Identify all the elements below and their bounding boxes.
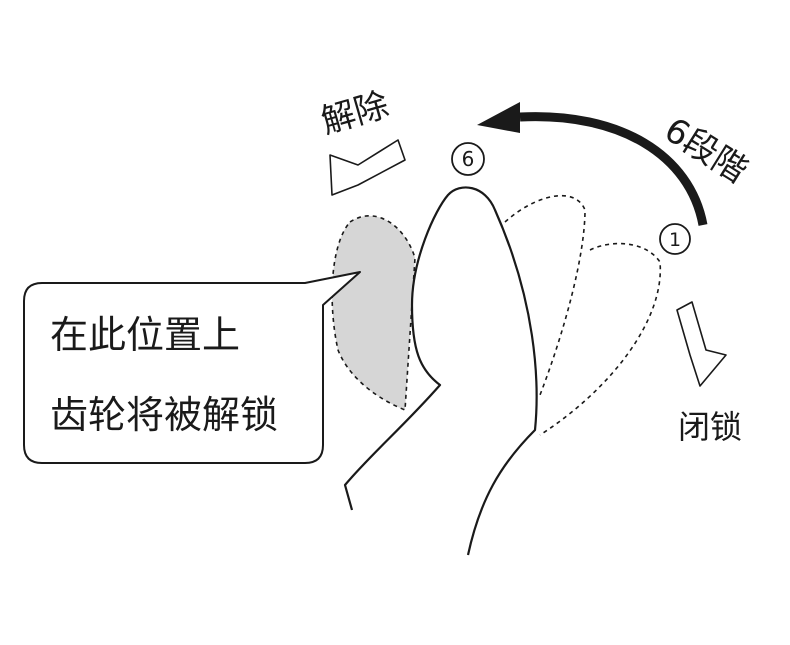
lock-label: 闭锁: [678, 408, 742, 446]
release-label: 解除: [317, 85, 393, 142]
step-6-circle: [451, 142, 485, 176]
step-1-circle: [659, 223, 691, 255]
middle-lever-position: [504, 194, 586, 396]
callout-line-1: 在此位置上: [50, 313, 240, 357]
step-6-number: 6: [462, 147, 475, 171]
arc-arrowhead: [477, 102, 520, 133]
callout-bubble: [23, 271, 361, 464]
six-step-arc-arrow: [519, 112, 708, 226]
main-lever: [343, 186, 538, 556]
six-steps-label: 6段階: [657, 110, 754, 191]
release-arrow-icon: [329, 139, 406, 196]
lock-arrow-icon: [676, 301, 727, 387]
position-1-lever: [539, 242, 662, 436]
step-1-number: 1: [669, 229, 681, 251]
callout-line-2: 齿轮将被解锁: [50, 393, 278, 437]
unlock-lever-position: [331, 215, 416, 412]
